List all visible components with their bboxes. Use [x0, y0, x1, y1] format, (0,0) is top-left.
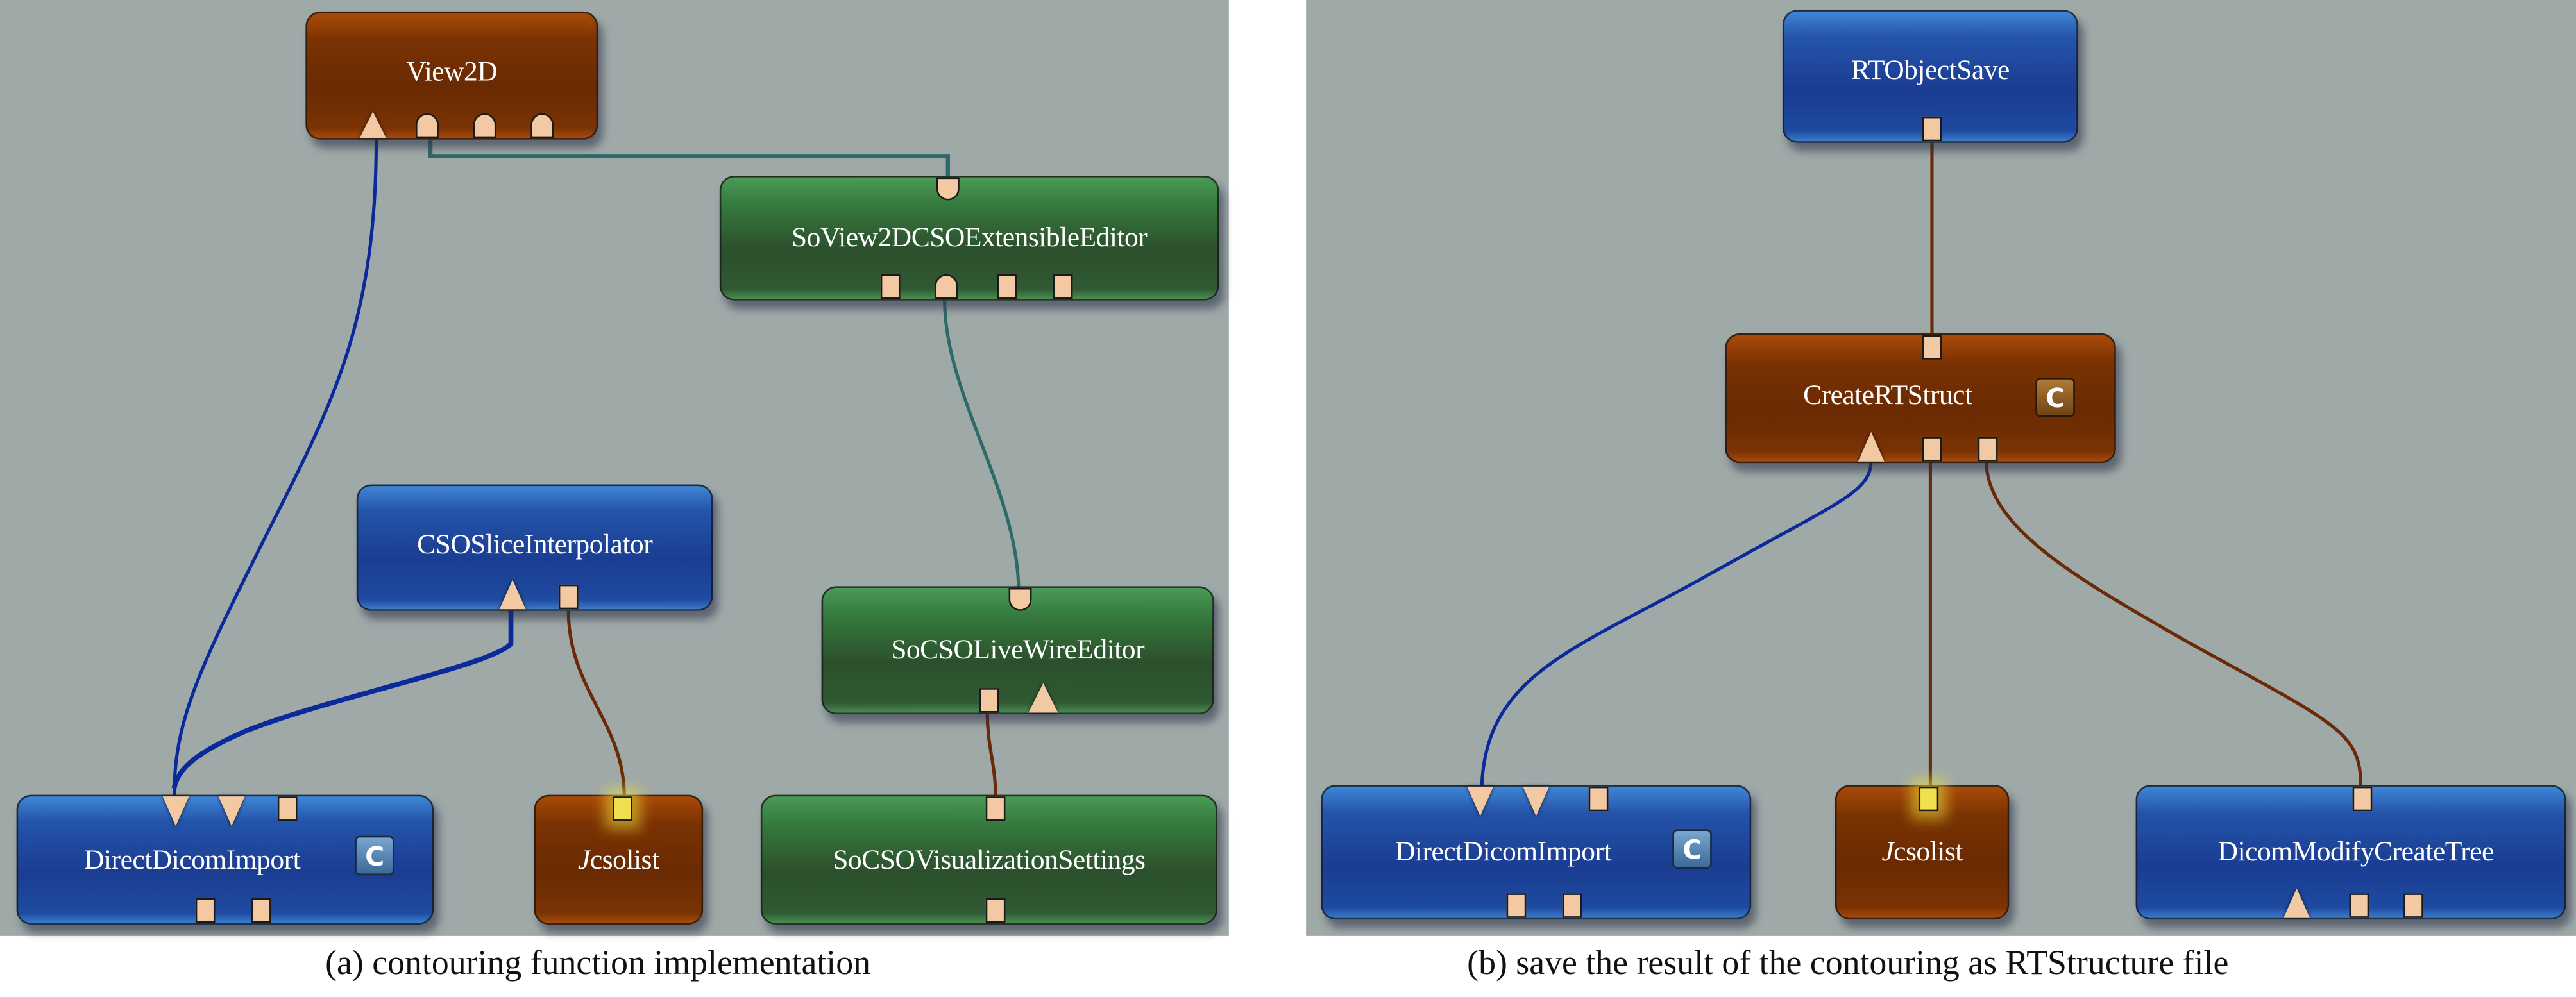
output-port-base[interactable] — [997, 274, 1017, 299]
input-port-triangle[interactable] — [2284, 888, 2310, 918]
input-port-base[interactable] — [2349, 893, 2369, 918]
refresh-icon[interactable]: C — [1672, 829, 1712, 869]
node-dicommodifycreatetree[interactable]: DicomModifyCreateTree — [2135, 785, 2566, 920]
output-port-inventor[interactable] — [936, 177, 960, 201]
output-port-triangle[interactable] — [162, 796, 189, 826]
input-port-base[interactable] — [2403, 893, 2423, 918]
input-port-triangle[interactable] — [499, 580, 526, 610]
node-view2d[interactable]: View2D — [305, 11, 598, 140]
input-port-inventor[interactable] — [415, 113, 439, 138]
node-jcsolist[interactable]: Jcsolist — [534, 794, 704, 925]
output-port-base[interactable] — [985, 898, 1006, 923]
input-port-inventor[interactable] — [473, 113, 496, 138]
node-label: DirectDicomImport — [1394, 835, 1612, 867]
output-port-base[interactable] — [1922, 335, 1942, 360]
input-port-base[interactable] — [1922, 437, 1942, 462]
input-port-base-active[interactable] — [613, 796, 633, 821]
input-port-base[interactable] — [558, 584, 579, 610]
input-port-base[interactable] — [985, 796, 1006, 821]
node-jcsolist[interactable]: Jcsolist — [1835, 785, 2010, 920]
node-soview2dcsoextensibleeditor[interactable]: SoView2DCSOExtensibleEditor — [719, 176, 1219, 301]
node-label: View2D — [406, 56, 498, 87]
node-csosliceinterpolator[interactable]: CSOSliceInterpolator — [356, 484, 713, 611]
refresh-icon[interactable]: C — [355, 835, 394, 876]
label-text: csolist — [1894, 835, 1963, 867]
node-label: DicomModifyCreateTree — [2217, 835, 2495, 867]
output-port-triangle[interactable] — [218, 796, 245, 826]
node-label: RTObjectSave — [1851, 54, 2010, 86]
input-port-triangle[interactable] — [1028, 683, 1058, 713]
output-port-base[interactable] — [251, 898, 271, 923]
node-rtobjectsave[interactable]: RTObjectSave — [1782, 10, 2078, 143]
output-port-base[interactable] — [880, 274, 901, 299]
node-label: Jcsolist — [1881, 836, 1963, 869]
input-port-base-active[interactable] — [1919, 786, 1939, 812]
output-port-base[interactable] — [1506, 893, 1527, 918]
node-creatertstruct[interactable]: CreateRTStruct C — [1725, 333, 2116, 464]
node-socsovisualizationsettings[interactable]: SoCSOVisualizationSettings — [760, 794, 1217, 925]
node-label: CreateRTStruct — [1803, 378, 1972, 410]
output-port-base[interactable] — [1053, 274, 1073, 299]
input-port-triangle[interactable] — [359, 112, 386, 138]
caption-panel-a: (a) contouring function implementation — [325, 943, 870, 982]
node-label: SoCSOVisualizationSettings — [833, 843, 1146, 875]
caption-panel-b: (b) save the result of the contouring as… — [1467, 943, 2229, 982]
output-port-base[interactable] — [1588, 786, 1609, 812]
output-port-inventor[interactable] — [935, 274, 958, 299]
output-port-base[interactable] — [2352, 786, 2373, 812]
label-prefix: J — [578, 843, 590, 875]
output-port-base[interactable] — [195, 898, 216, 923]
output-port-triangle[interactable] — [1523, 786, 1550, 816]
node-label: SoCSOLiveWireEditor — [891, 633, 1145, 666]
output-port-base[interactable] — [1562, 893, 1582, 918]
input-port-inventor[interactable] — [1008, 587, 1032, 611]
input-port-base[interactable] — [1978, 437, 1998, 462]
node-label: Jcsolist — [578, 843, 659, 876]
label-prefix: J — [1881, 835, 1894, 867]
node-label: DirectDicomImport — [84, 843, 301, 875]
input-port-base[interactable] — [1922, 116, 1942, 142]
output-port-triangle[interactable] — [1467, 786, 1494, 816]
output-port-base[interactable] — [277, 796, 298, 821]
input-port-triangle[interactable] — [1858, 431, 1885, 462]
output-port-base[interactable] — [979, 688, 999, 713]
label-text: csolist — [589, 843, 659, 875]
refresh-icon[interactable]: C — [2035, 378, 2075, 417]
node-directdicomimport[interactable]: DirectDicomImport C — [16, 794, 434, 925]
input-port-inventor[interactable] — [530, 113, 554, 138]
node-label: CSOSliceInterpolator — [417, 528, 653, 560]
node-socsolivewireeditor[interactable]: SoCSOLiveWireEditor — [821, 586, 1214, 715]
node-directdicomimport[interactable]: DirectDicomImport C — [1321, 785, 1752, 920]
node-label: SoView2DCSOExtensibleEditor — [791, 221, 1148, 253]
